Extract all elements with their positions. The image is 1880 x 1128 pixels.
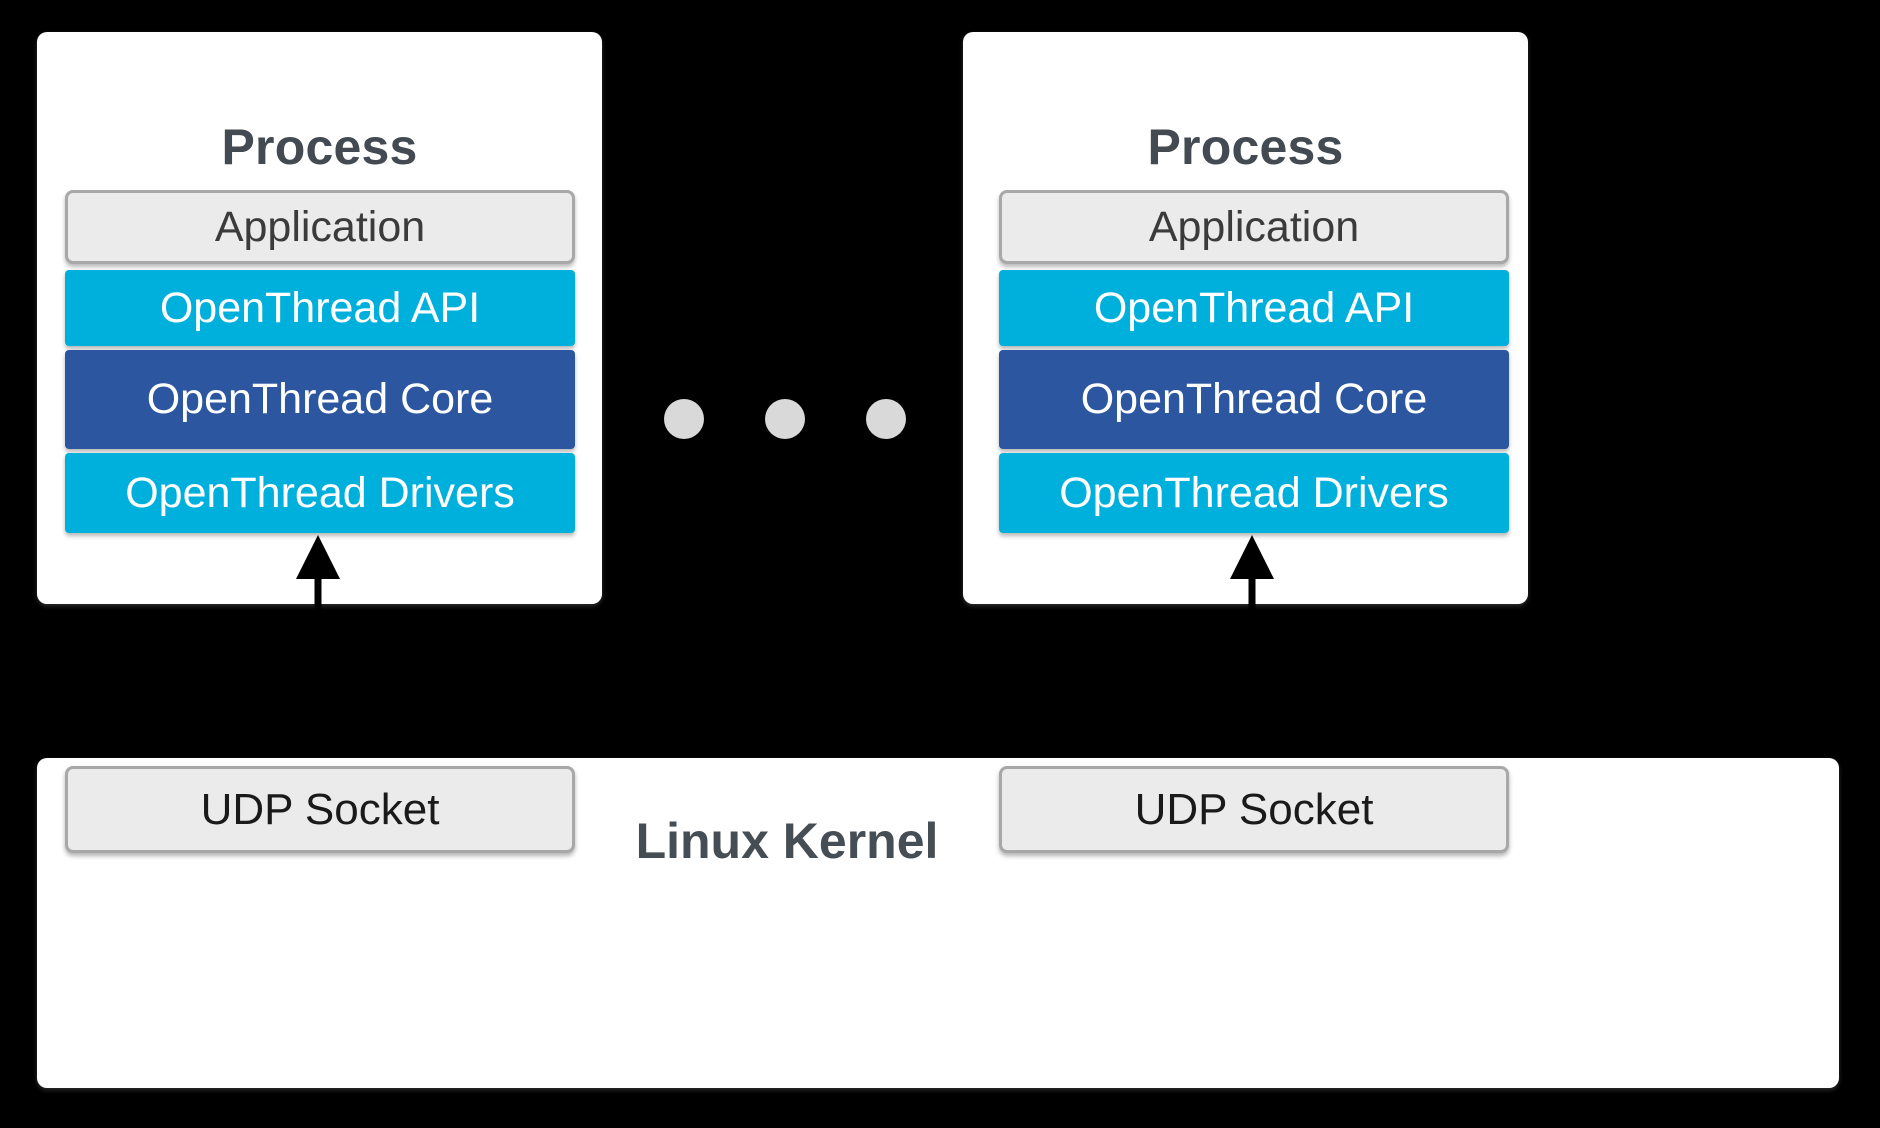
ellipsis-dot-3 [866,399,906,439]
layer-openthread-api-right: OpenThread API [999,270,1509,346]
layer-label-openthread-api-right: OpenThread API [1093,283,1415,332]
layer-label-application-right: Application [1148,202,1360,251]
layer-openthread-core-left: OpenThread Core [65,350,575,449]
layer-openthread-drivers-right: OpenThread Drivers [999,453,1509,533]
ellipsis-dot-1 [664,399,704,439]
layer-label-openthread-drivers-right: OpenThread Drivers [1059,468,1449,517]
arrow-up-left [296,535,340,725]
ellipsis-dot-2 [765,399,805,439]
layer-openthread-drivers-left: OpenThread Drivers [65,453,575,533]
layer-application-left: Application [65,190,575,264]
layer-label-openthread-drivers-left: OpenThread Drivers [125,468,515,517]
arrow-up-right [1230,535,1274,725]
layer-label-application-left: Application [214,202,426,251]
process-title-right: Process [1147,119,1344,175]
layer-openthread-core-right: OpenThread Core [999,350,1509,449]
layer-application-right: Application [999,190,1509,264]
udp-socket-right: UDP Socket [999,766,1509,853]
udp-socket-label-left: UDP Socket [200,784,440,834]
layer-label-openthread-core-left: OpenThread Core [146,375,494,423]
kernel-title: Linux Kernel [635,813,939,869]
udp-socket-label-right: UDP Socket [1134,784,1374,834]
layer-label-openthread-core-right: OpenThread Core [1080,375,1428,423]
process-title-left: Process [221,119,418,175]
layer-openthread-api-left: OpenThread API [65,270,575,346]
udp-socket-left: UDP Socket [65,766,575,853]
layer-label-openthread-api-left: OpenThread API [159,283,481,332]
